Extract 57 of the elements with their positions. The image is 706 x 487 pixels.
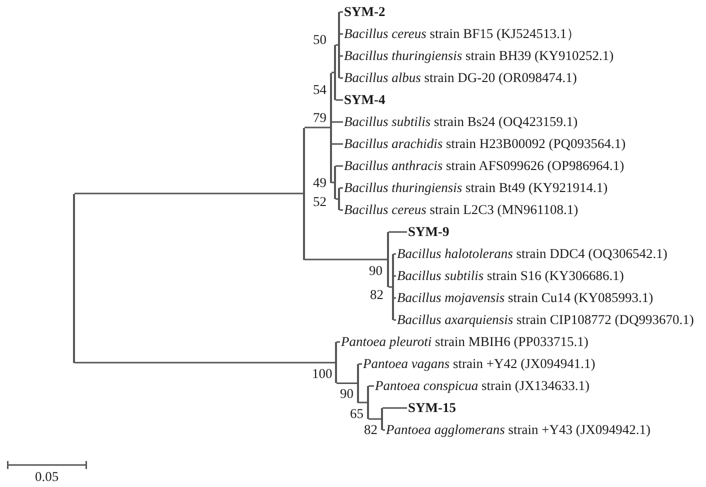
clade-line [303,128,304,260]
branch-line [336,165,343,167]
taxon-label: Bacillus cereus strain BF15 (KJ524513.1） [344,26,581,42]
taxon-label: Bacillus arachidis strain H23B00092 (PQ093564.1) [344,136,626,152]
taxon-label: Pantoea pleuroti strain MBIH6 (PP033715.1) [341,334,588,350]
bootstrap-value: 79 [313,110,326,126]
bootstrap-value: 82 [370,287,384,303]
bootstrap-value: 52 [313,194,326,210]
taxon-label: Bacillus albus strain DG-20 (OR098474.1) [344,70,577,86]
branch-line [332,143,343,145]
bootstrap-value: 90 [340,386,354,402]
branch-line [368,385,374,387]
bootstrap-value: 90 [369,262,382,278]
branch-line [394,319,396,321]
taxon-label: Bacillus subtilis strain Bs24 (OQ423159.1) [344,114,578,130]
taxon-label: Pantoea agglomerans strain +Y43 (JX094942.1) [386,422,650,438]
bootstrap-value: 65 [350,406,364,422]
branch-line [332,121,343,123]
bootstrap-value: 50 [313,32,326,48]
bootstrap-value: 54 [313,82,326,98]
branch-line [382,407,407,409]
branch-line [336,341,340,343]
taxon-label: SYM-4 [344,92,386,108]
branch-line [388,231,407,233]
taxon-label: Bacillus thuringiensis strain BH39 (KY910252.1) [344,48,614,64]
branch-line [358,402,367,404]
clade-line [73,194,74,363]
branch-line [74,362,335,364]
branch-line [358,363,362,365]
taxon-label: Bacillus axarquiensis strain CIP108772 (DQ993670.1) [397,312,694,328]
taxon-label: Bacillus cereus strain L2C3 (MN961108.1) [344,202,578,218]
branch-line [382,429,385,431]
taxon-label: SYM-15 [408,400,456,416]
branch-line [336,99,343,101]
branch-line [336,382,357,384]
taxon-label: Bacillus mojavensis strain Cu14 (KY085993.1) [397,290,654,306]
taxon-label: Bacillus halotolerans strain DDC4 (OQ306542.1) [397,246,668,262]
branch-line [340,11,343,13]
branch-line [388,286,392,288]
branch-line [304,126,330,128]
branch-line [304,258,387,260]
bootstrap-value: 82 [364,422,378,438]
taxon-label: Bacillus anthracis strain AFS099626 (OP986964.1) [344,158,624,174]
taxon-label: Bacillus thuringiensis strain Bt49 (KY921914.1) [344,180,608,196]
taxon-label: SYM-2 [344,4,386,20]
branch-line [74,192,303,194]
taxon-label: Pantoea conspicua strain (JX134633.1) [375,378,590,394]
branch-line [368,418,381,420]
taxon-label: Pantoea vagans strain +Y42 (JX094941.1) [363,356,596,372]
scale-value: 0.05 [35,469,59,485]
branch-line [340,209,343,211]
branch-line [332,72,334,74]
taxon-label: Bacillus subtilis strain S16 (KY306686.1) [397,268,624,284]
branch-line [336,198,338,200]
taxon-label: SYM-9 [408,224,450,240]
bootstrap-value: 100 [312,366,332,382]
bootstrap-value: 49 [313,174,326,190]
